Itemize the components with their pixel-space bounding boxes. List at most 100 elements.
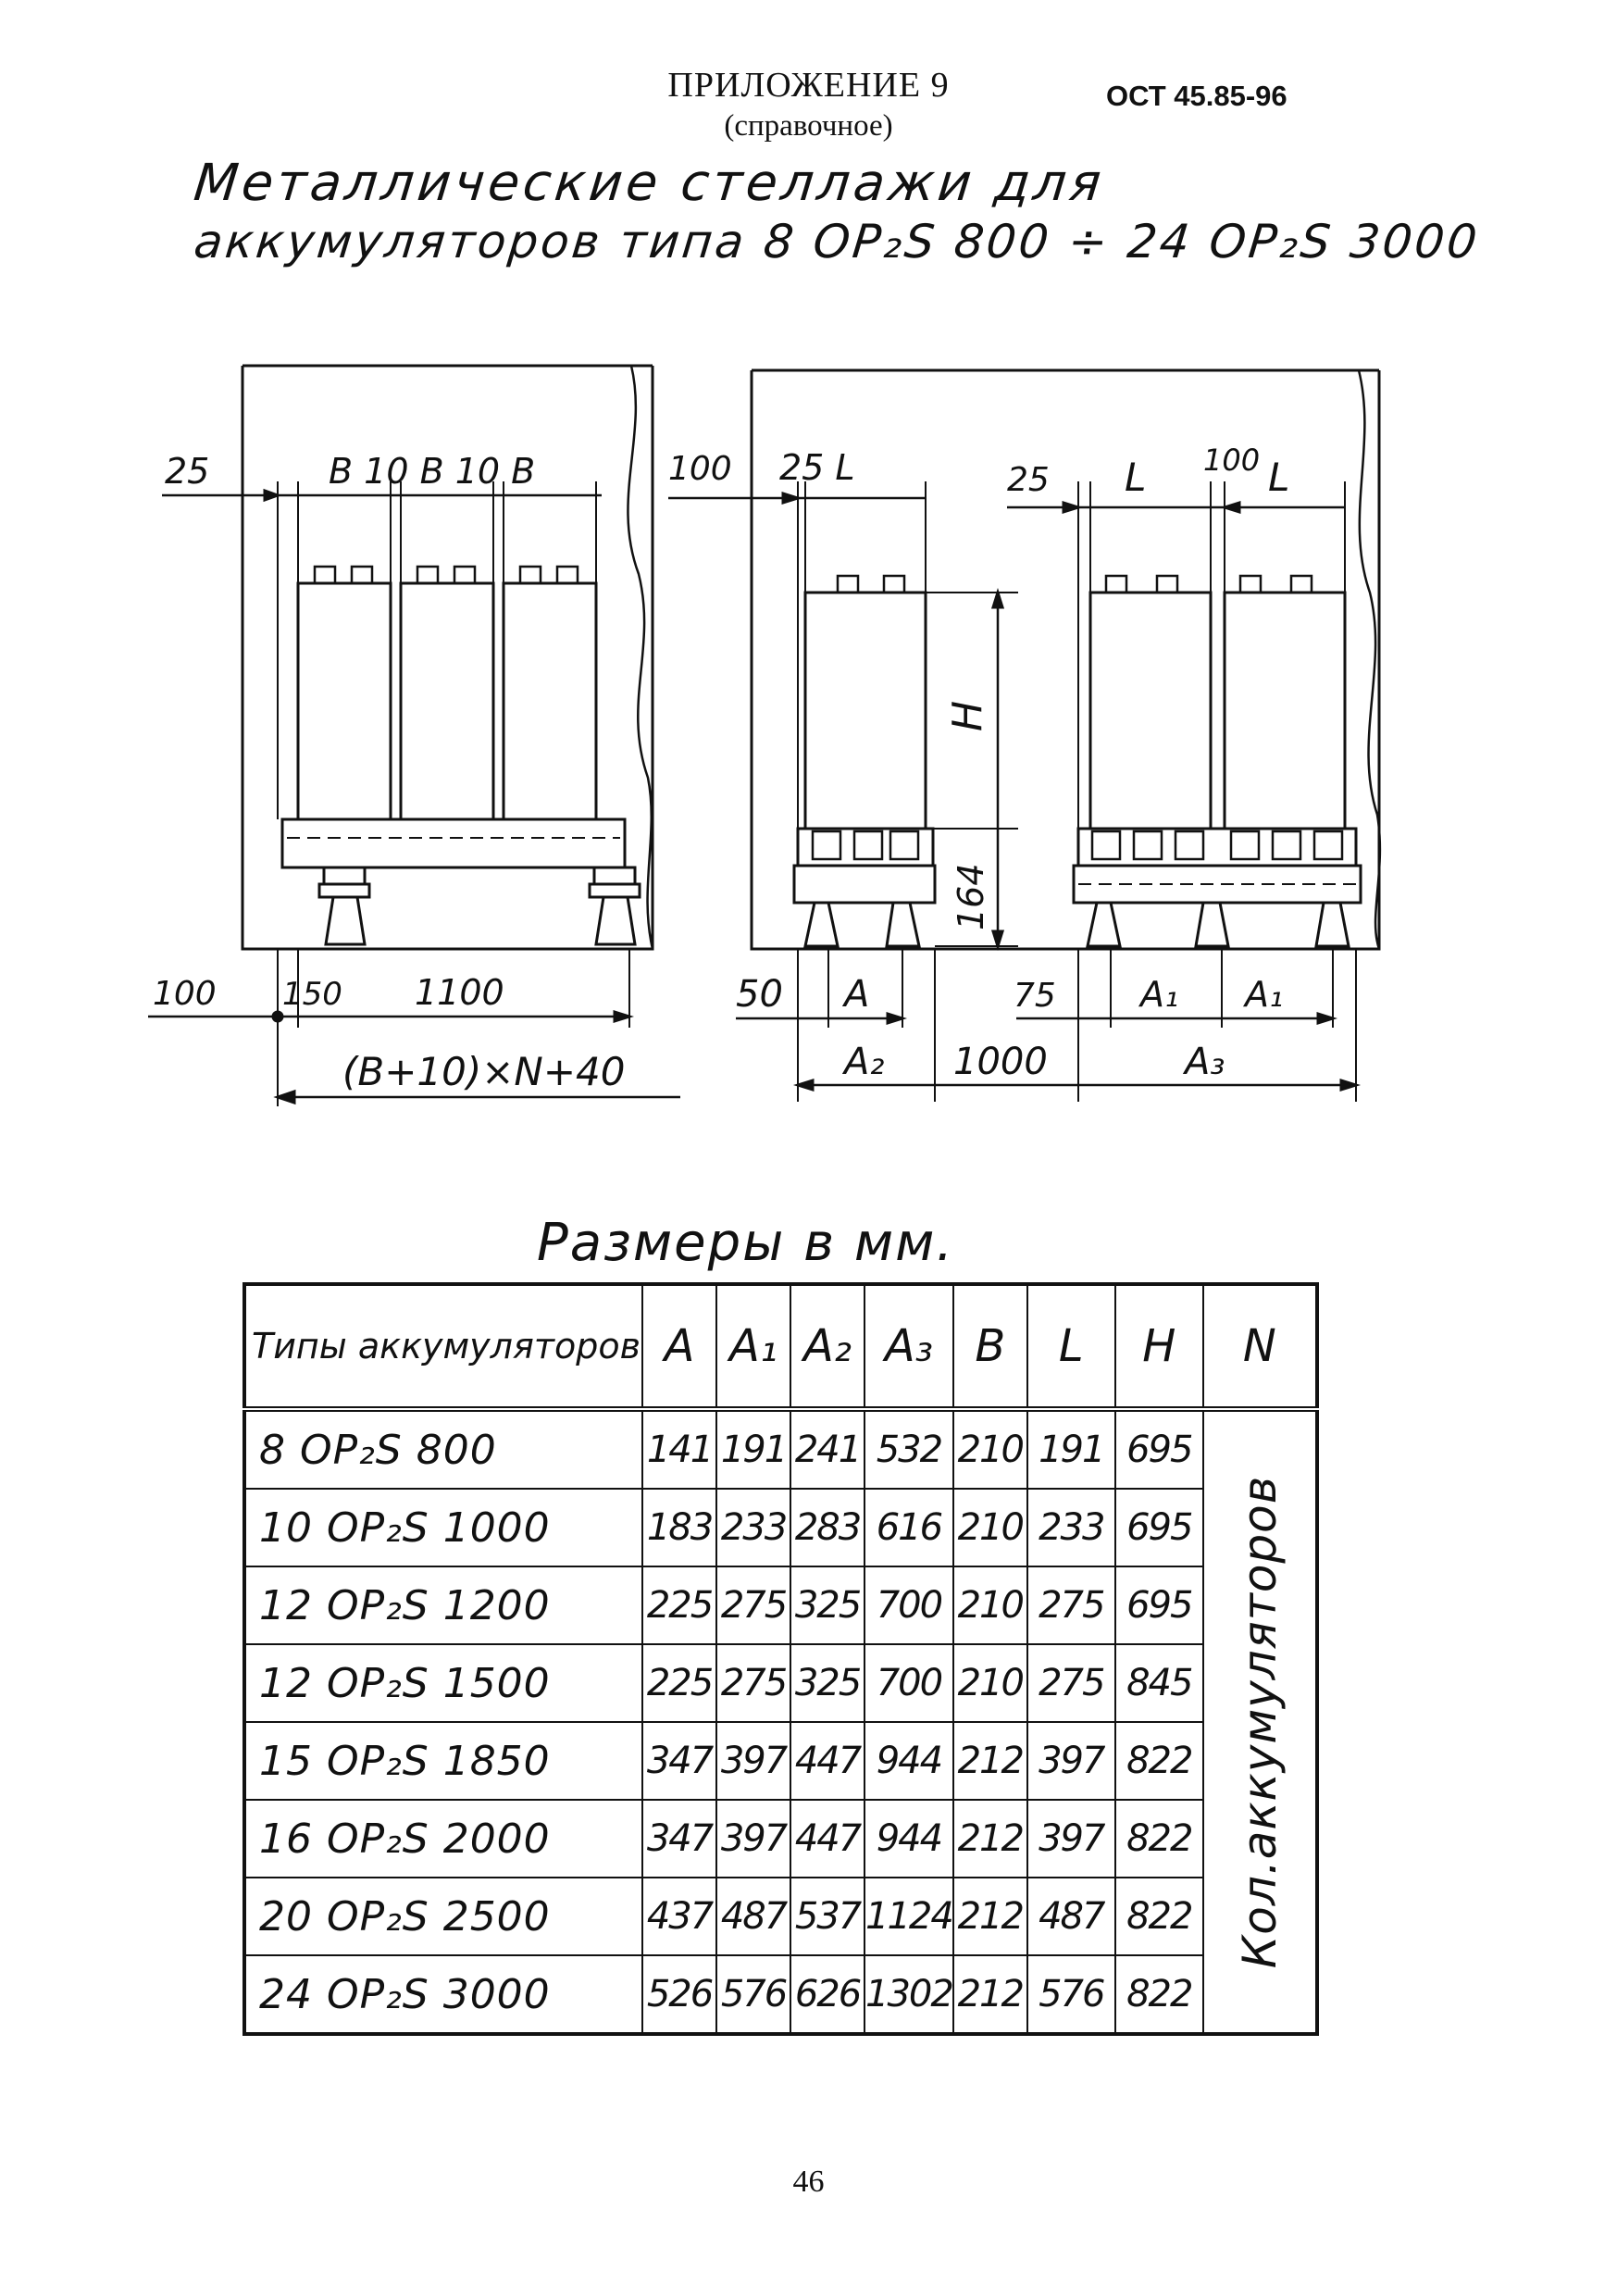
cell-a2: 325 [790, 1566, 865, 1645]
table-row: 15 OP₂S 1850 347 397 447 944 212 397 822 [243, 1721, 1317, 1801]
cell-a: 225 [641, 1566, 717, 1645]
cell-b: 212 [952, 1799, 1028, 1878]
cell-a2: 241 [790, 1408, 865, 1490]
cell-a3: 700 [864, 1643, 954, 1723]
cell-h: 822 [1113, 1877, 1204, 1956]
cell-l: 275 [1026, 1643, 1116, 1723]
cell-a2: 626 [790, 1954, 865, 2035]
dim-right-100b: 100 [1203, 443, 1260, 478]
standard-number: ОСТ 45.85-96 [1106, 80, 1287, 112]
cell-b: 212 [952, 1954, 1028, 2035]
cell-h: 695 [1113, 1408, 1204, 1490]
cell-a1: 233 [715, 1488, 791, 1567]
dim-left-25: 25 [165, 451, 209, 492]
cell-l: 275 [1026, 1566, 1116, 1645]
header-n: N [1201, 1283, 1318, 1412]
cell-a2: 283 [790, 1488, 865, 1567]
cell-type: 10 OP₂S 1000 [243, 1488, 643, 1567]
cell-a2: 447 [790, 1799, 865, 1878]
dim-left-b10: B 10 B 10 B [329, 451, 535, 492]
dim-right-25l: 25 L [779, 447, 855, 488]
cell-a: 437 [641, 1877, 717, 1956]
dimensions-table: Типы аккумуляторов A A₁ A₂ A₃ B L H N 8 … [243, 1282, 1319, 2036]
cell-a2: 537 [790, 1877, 865, 1956]
dim-right-l: L [1125, 455, 1146, 500]
cell-b: 210 [952, 1643, 1028, 1723]
cell-l: 576 [1026, 1954, 1116, 2035]
dim-left-formula: (B+10)×N+40 [342, 1049, 625, 1094]
table-row: 8 OP₂S 800 141 191 241 532 210 191 695 К… [243, 1408, 1318, 2035]
cell-a1: 397 [715, 1799, 791, 1878]
cell-type: 20 OP₂S 2500 [243, 1877, 643, 1956]
cell-type: 12 OP₂S 1200 [243, 1566, 643, 1645]
dim-right-50: 50 [736, 973, 783, 1016]
cell-a: 183 [641, 1488, 717, 1567]
cell-a3: 944 [864, 1721, 954, 1801]
cell-l: 397 [1026, 1799, 1116, 1878]
dim-left-1100: 1100 [415, 972, 504, 1013]
cell-n-note: Кол.аккумуляторов [1201, 1408, 1318, 2035]
cell-a: 347 [641, 1721, 717, 1801]
header-l: L [1026, 1283, 1116, 1412]
cell-b: 212 [952, 1877, 1028, 1956]
page-number: 46 [792, 2165, 825, 2199]
cell-b: 212 [952, 1721, 1028, 1801]
cell-type: 8 OP₂S 800 [243, 1408, 643, 1490]
cell-a3: 616 [864, 1488, 954, 1567]
dim-right-a: A [841, 973, 869, 1016]
cell-a3: 532 [864, 1408, 954, 1490]
dim-right-75: 75 [1014, 977, 1056, 1015]
cell-b: 210 [952, 1408, 1028, 1490]
table-row: 12 OP₂S 1200 225 275 325 700 210 275 695 [243, 1566, 1317, 1645]
table-row: 12 OP₂S 1500 225 275 325 700 210 275 845 [243, 1643, 1317, 1723]
cell-l: 191 [1026, 1408, 1116, 1490]
cell-a1: 275 [715, 1643, 791, 1723]
appendix-title: ПРИЛОЖЕНИЕ 9 [667, 66, 950, 105]
dim-right-25: 25 [1007, 461, 1050, 499]
cell-h: 822 [1113, 1954, 1204, 2035]
dim-right-a2: A₂ [841, 1041, 884, 1083]
cell-l: 397 [1026, 1721, 1116, 1801]
rack-drawing: 25 B 10 B 10 B 100 150 1100 (B+10)×N+40 [148, 364, 1382, 1106]
cell-b: 210 [952, 1488, 1028, 1567]
cell-l: 233 [1026, 1488, 1116, 1567]
cell-a3: 944 [864, 1799, 954, 1878]
dim-right-1000: 1000 [953, 1041, 1048, 1083]
table-row: 16 OP₂S 2000 347 397 447 944 212 397 822 [243, 1799, 1317, 1878]
left-rack-view: 25 B 10 B 10 B 100 150 1100 (B+10)×N+40 [148, 364, 680, 1106]
cell-a: 526 [641, 1954, 717, 2035]
cell-a: 141 [641, 1408, 717, 1490]
header-a2: A₂ [790, 1283, 865, 1412]
cell-a3: 700 [864, 1566, 954, 1645]
cell-a1: 576 [715, 1954, 791, 2035]
n-column-note: Кол.аккумуляторов [1232, 1475, 1287, 1969]
dim-right-a1b: A₁ [1242, 974, 1283, 1015]
header-h: H [1113, 1283, 1204, 1412]
cell-a3: 1124 [864, 1877, 954, 1956]
cell-a1: 397 [715, 1721, 791, 1801]
cell-type: 16 OP₂S 2000 [243, 1799, 643, 1878]
table-row: 10 OP₂S 1000 183 233 283 616 210 233 695 [243, 1488, 1317, 1567]
appendix-note: (справочное) [724, 109, 893, 143]
header-a1: A₁ [715, 1283, 791, 1412]
dim-right-100: 100 [668, 450, 732, 488]
cell-l: 487 [1026, 1877, 1116, 1956]
cell-a2: 447 [790, 1721, 865, 1801]
cell-type: 24 OP₂S 3000 [243, 1954, 643, 2035]
cell-type: 15 OP₂S 1850 [243, 1721, 643, 1801]
cell-h: 822 [1113, 1799, 1204, 1878]
right-rack-view: 100 25 L 25 L 100 L H 164 [668, 368, 1382, 1102]
cell-h: 845 [1113, 1643, 1204, 1723]
dim-right-a1: A₁ [1138, 974, 1178, 1015]
dim-left-150: 150 [282, 976, 342, 1013]
dim-right-l2: L [1268, 455, 1289, 500]
header-b: B [952, 1283, 1028, 1412]
table-header-row: Типы аккумуляторов A A₁ A₂ A₃ B L H N [243, 1283, 1318, 1412]
dim-right-h: H [944, 701, 991, 731]
header-battery-type: Типы аккумуляторов [243, 1283, 643, 1412]
table-row: 20 OP₂S 2500 437 487 537 1124 212 487 82… [243, 1877, 1317, 1956]
cell-a: 225 [641, 1643, 717, 1723]
cell-a: 347 [641, 1799, 717, 1878]
table-row: 24 OP₂S 3000 526 576 626 1302 212 576 82… [243, 1954, 1317, 2035]
cell-a1: 191 [715, 1408, 791, 1490]
